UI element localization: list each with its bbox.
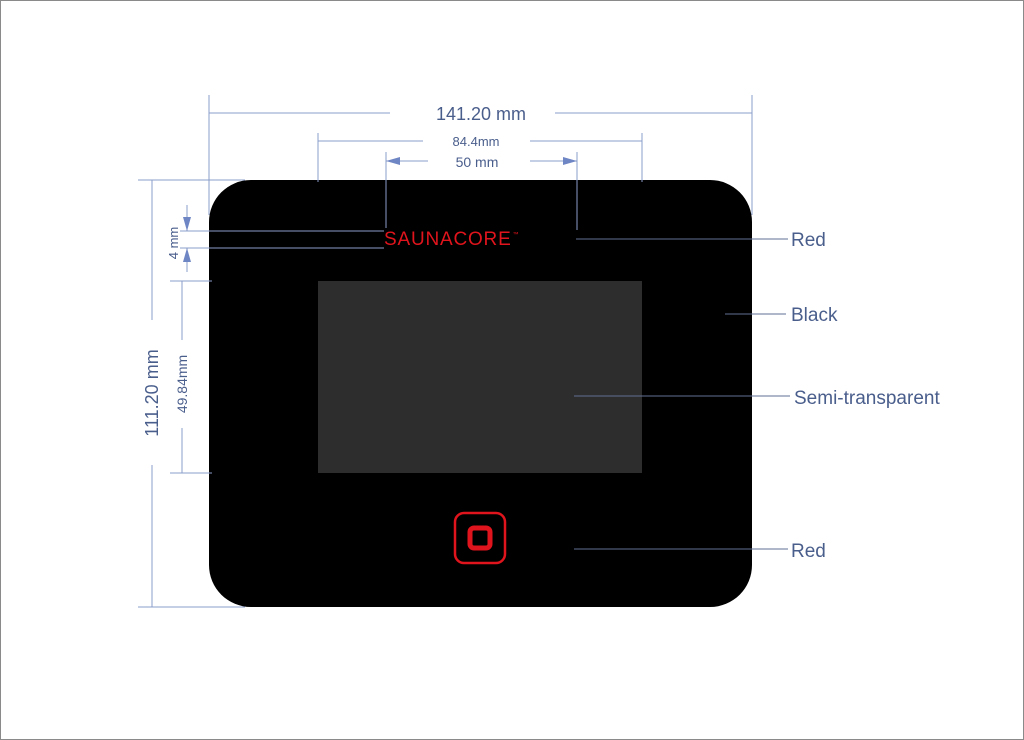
callout-leaders (574, 238, 790, 550)
screen-width-dimension (317, 133, 643, 182)
overall-height-dimension (138, 179, 245, 608)
overall-width-dimension (208, 95, 753, 215)
callout-screen-finish: Semi-transparent (794, 388, 940, 409)
screen-window (318, 281, 642, 473)
power-square-icon (453, 511, 507, 565)
brand-logo: SAUNACORE™ (384, 229, 520, 250)
screen-height-label: 49.84mm (174, 355, 190, 413)
callout-logo-color: Red (791, 230, 826, 251)
logo-height-dimension (180, 205, 384, 272)
overall-height-label: 111.20 mm (142, 349, 162, 436)
logo-width-dimension (385, 152, 578, 230)
screen-width-label: 84.4mm (453, 134, 500, 149)
callout-body-color: Black (791, 305, 838, 326)
logo-width-label: 50 mm (456, 154, 499, 170)
trademark-symbol: ™ (512, 232, 520, 238)
logo-height-label: 4 mm (166, 227, 181, 260)
callout-button-color: Red (791, 541, 826, 562)
screen-height-dimension (170, 280, 212, 474)
overall-width-label: 141.20 mm (436, 104, 526, 124)
